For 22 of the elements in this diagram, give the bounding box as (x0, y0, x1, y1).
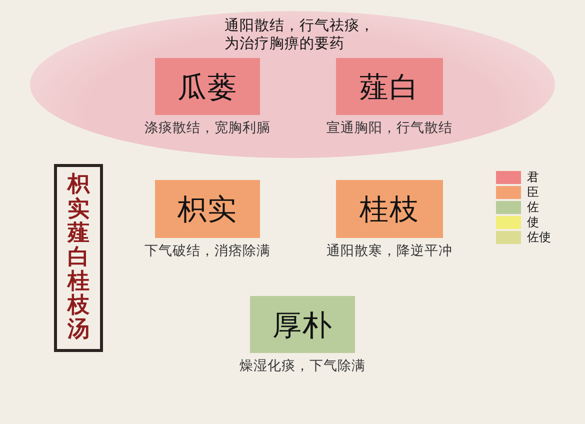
herb-effect-caption: 下气破结，消痞除满 (144, 243, 270, 260)
herb-name: 厚朴 (272, 308, 332, 342)
herb-name: 薤白 (360, 70, 420, 104)
herb-box (336, 58, 443, 115)
herb-name: 桂枝 (360, 192, 420, 226)
legend-label: 佐使 (527, 231, 551, 244)
legend-label: 君 (527, 171, 539, 184)
herb-box (155, 180, 260, 238)
herb-box (250, 296, 355, 353)
legend-label: 使 (527, 216, 539, 229)
herb-name: 瓜蒌 (178, 70, 238, 104)
legend-label: 臣 (527, 186, 539, 199)
herb-effect-caption: 通阳散寒，降逆平冲 (326, 243, 452, 260)
herb-effect-caption: 燥湿化痰，下气除满 (240, 358, 366, 375)
herb-effect-caption: 宣通胸阳，行气散结 (326, 120, 452, 137)
herb-box (155, 58, 260, 115)
region-description: 通阳散结，行气祛痰，为治疗胸痹的要药 (224, 17, 376, 53)
formula-title: 枳实薤白桂枝汤 (68, 173, 90, 343)
herb-effect-caption: 涤痰散结，宽胸利膈 (144, 120, 270, 137)
legend-label: 佐 (527, 201, 539, 214)
herb-box (336, 180, 443, 238)
herb-name: 枳实 (178, 192, 238, 226)
